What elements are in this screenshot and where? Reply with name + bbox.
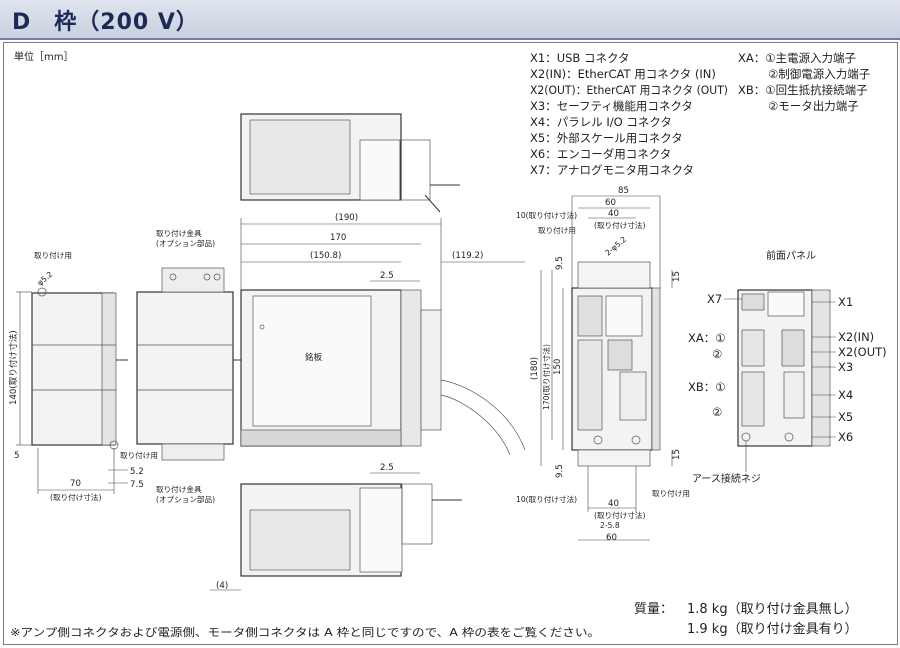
dim-180: (180) (530, 357, 540, 380)
legend-x2out: X2(OUT)：EtherCAT 用コネクタ (OUT) (530, 83, 728, 97)
label-mount-bot: 取り付け用 (652, 488, 690, 498)
bracket-label-bottom2: (オプション部品) (156, 494, 215, 504)
panel-x6: X6 (838, 430, 853, 444)
dim-5-2: 5.2 (130, 467, 144, 477)
legend-x3: X3：セーフティ機能用コネクタ (530, 99, 693, 113)
panel-xa: XA：① (688, 331, 726, 345)
weight-info: 質量： 1.8 kg（取り付け金具無し） 1.9 kg（取り付け金具有り） (634, 601, 858, 637)
dim-150-8: (150.8) (310, 251, 341, 261)
panel-x7: X7 (707, 292, 722, 306)
legend-xa1: XA：①主電源入力端子 (738, 51, 856, 65)
panel-x1: X1 (838, 295, 853, 309)
label-phi-front: 2-φ5.2 (604, 235, 629, 258)
title-bar: D 枠（200 V） (0, 0, 900, 40)
dim-70-note: (取り付け寸法) (50, 492, 102, 502)
dim-40-bot: 40 (608, 499, 619, 509)
front-view: 85 60 40 (取り付け寸法) 10(取り付け寸法) 取り付け用 2-φ5.… (516, 186, 690, 543)
label-mount-side2: 取り付け用 (120, 450, 158, 460)
weight-1: 1.8 kg（取り付け金具無し） (687, 601, 858, 617)
panel-xb: XB：① (688, 380, 726, 394)
dim-170-note: 170(取り付け寸法) (541, 344, 551, 410)
dim-60-bot: 60 (606, 533, 617, 543)
front-panel-view: 前面パネル X7 X1 XA：① ② X2(IN) X2(OUT) X3 XB：… (688, 249, 887, 485)
dim-70: 70 (70, 479, 81, 489)
side-view: 140(取り付け寸法) 5 取り付け用 φ5.2 70 (取り付け寸法) 取り付… (7, 250, 158, 502)
dim-5: 5 (14, 451, 19, 461)
dim-10-top: 10(取り付け寸法) (516, 210, 577, 220)
label-mount-top: 取り付け用 (538, 225, 576, 235)
weight-2: 1.9 kg（取り付け金具有り） (687, 621, 858, 637)
legend-xb1: XB：①回生抵抗接続端子 (738, 83, 868, 97)
dim-119-2: (119.2) (452, 251, 483, 261)
dim-2-5-top: 2.5 (380, 271, 394, 281)
dim-40-top: 40 (608, 209, 619, 219)
panel-x2out: X2(OUT) (838, 345, 887, 359)
label-2-5-8: 2-5.8 (600, 521, 620, 530)
legend-x4: X4：パラレル I/O コネクタ (530, 115, 672, 129)
dim-9-5-top: 9.5 (555, 256, 565, 270)
dim-4: (4) (216, 581, 228, 591)
bracket-view: 取り付け金具 (オプション部品) 取り付け金具 (オプション部品) (136, 228, 241, 504)
dim-15-bot: 15 (672, 449, 682, 460)
panel-x5: X5 (838, 410, 853, 424)
label-phi-side: φ5.2 (36, 270, 55, 288)
drawing-frame (3, 42, 898, 645)
dim-150: 150 (553, 359, 563, 375)
dim-15-top: 15 (672, 271, 682, 282)
footnote: ※アンプ側コネクタおよび電源側、モータ側コネクタは A 枠と同じですので、A 枠… (10, 625, 600, 639)
legend-x2in: X2(IN)：EtherCAT 用コネクタ (IN) (530, 67, 716, 81)
panel-x3: X3 (838, 360, 853, 374)
weight-label: 質量： (634, 602, 673, 617)
legend-x6: X6：エンコーダ用コネクタ (530, 147, 671, 161)
panel-x4: X4 (838, 388, 853, 402)
legend-x1: X1：USB コネクタ (530, 51, 630, 65)
dim-190: (190) (335, 213, 358, 223)
nameplate-label: 銘板 (305, 351, 323, 363)
legend-xa2: ②制御電源入力端子 (768, 67, 870, 81)
dim-2-5-bot: 2.5 (380, 463, 394, 473)
bracket-label-bottom: 取り付け金具 (156, 484, 202, 494)
panel-title: 前面パネル (766, 249, 816, 262)
legend-xb2: ②モータ出力端子 (768, 99, 859, 113)
label-mount-side: 取り付け用 (34, 250, 72, 260)
main-view: 銘板 (190) 170 (150.8) (119.2) 2.5 2.5 (4 (210, 113, 526, 591)
legend-x5: X5：外部スケール用コネクタ (530, 131, 683, 145)
legend-x7: X7：アナログモニタ用コネクタ (530, 163, 694, 177)
dim-140: 140(取り付け寸法) (7, 330, 19, 405)
panel-xa2: ② (712, 347, 722, 361)
dim-40-bot-note: (取り付け寸法) (594, 510, 646, 520)
dim-170: 170 (330, 233, 346, 243)
dim-10-bot: 10(取り付け寸法) (516, 494, 577, 504)
panel-ground-screw: アース接続ネジ (692, 472, 761, 485)
panel-x2in: X2(IN) (838, 330, 874, 344)
dim-40-note-top: (取り付け寸法) (594, 220, 646, 230)
dim-9-5-bot: 9.5 (555, 464, 565, 478)
panel-xb2: ② (712, 405, 722, 419)
connector-legend: X1：USB コネクタ X2(IN)：EtherCAT 用コネクタ (IN) X… (530, 51, 870, 177)
bracket-label-top2: (オプション部品) (156, 238, 215, 248)
page-title: D 枠（200 V） (12, 10, 199, 35)
bracket-label-top: 取り付け金具 (156, 228, 202, 238)
dim-7-5: 7.5 (130, 480, 144, 490)
unit-label: 単位［mm］ (14, 50, 73, 63)
dim-85: 85 (618, 186, 629, 196)
dim-60-top: 60 (605, 198, 616, 208)
